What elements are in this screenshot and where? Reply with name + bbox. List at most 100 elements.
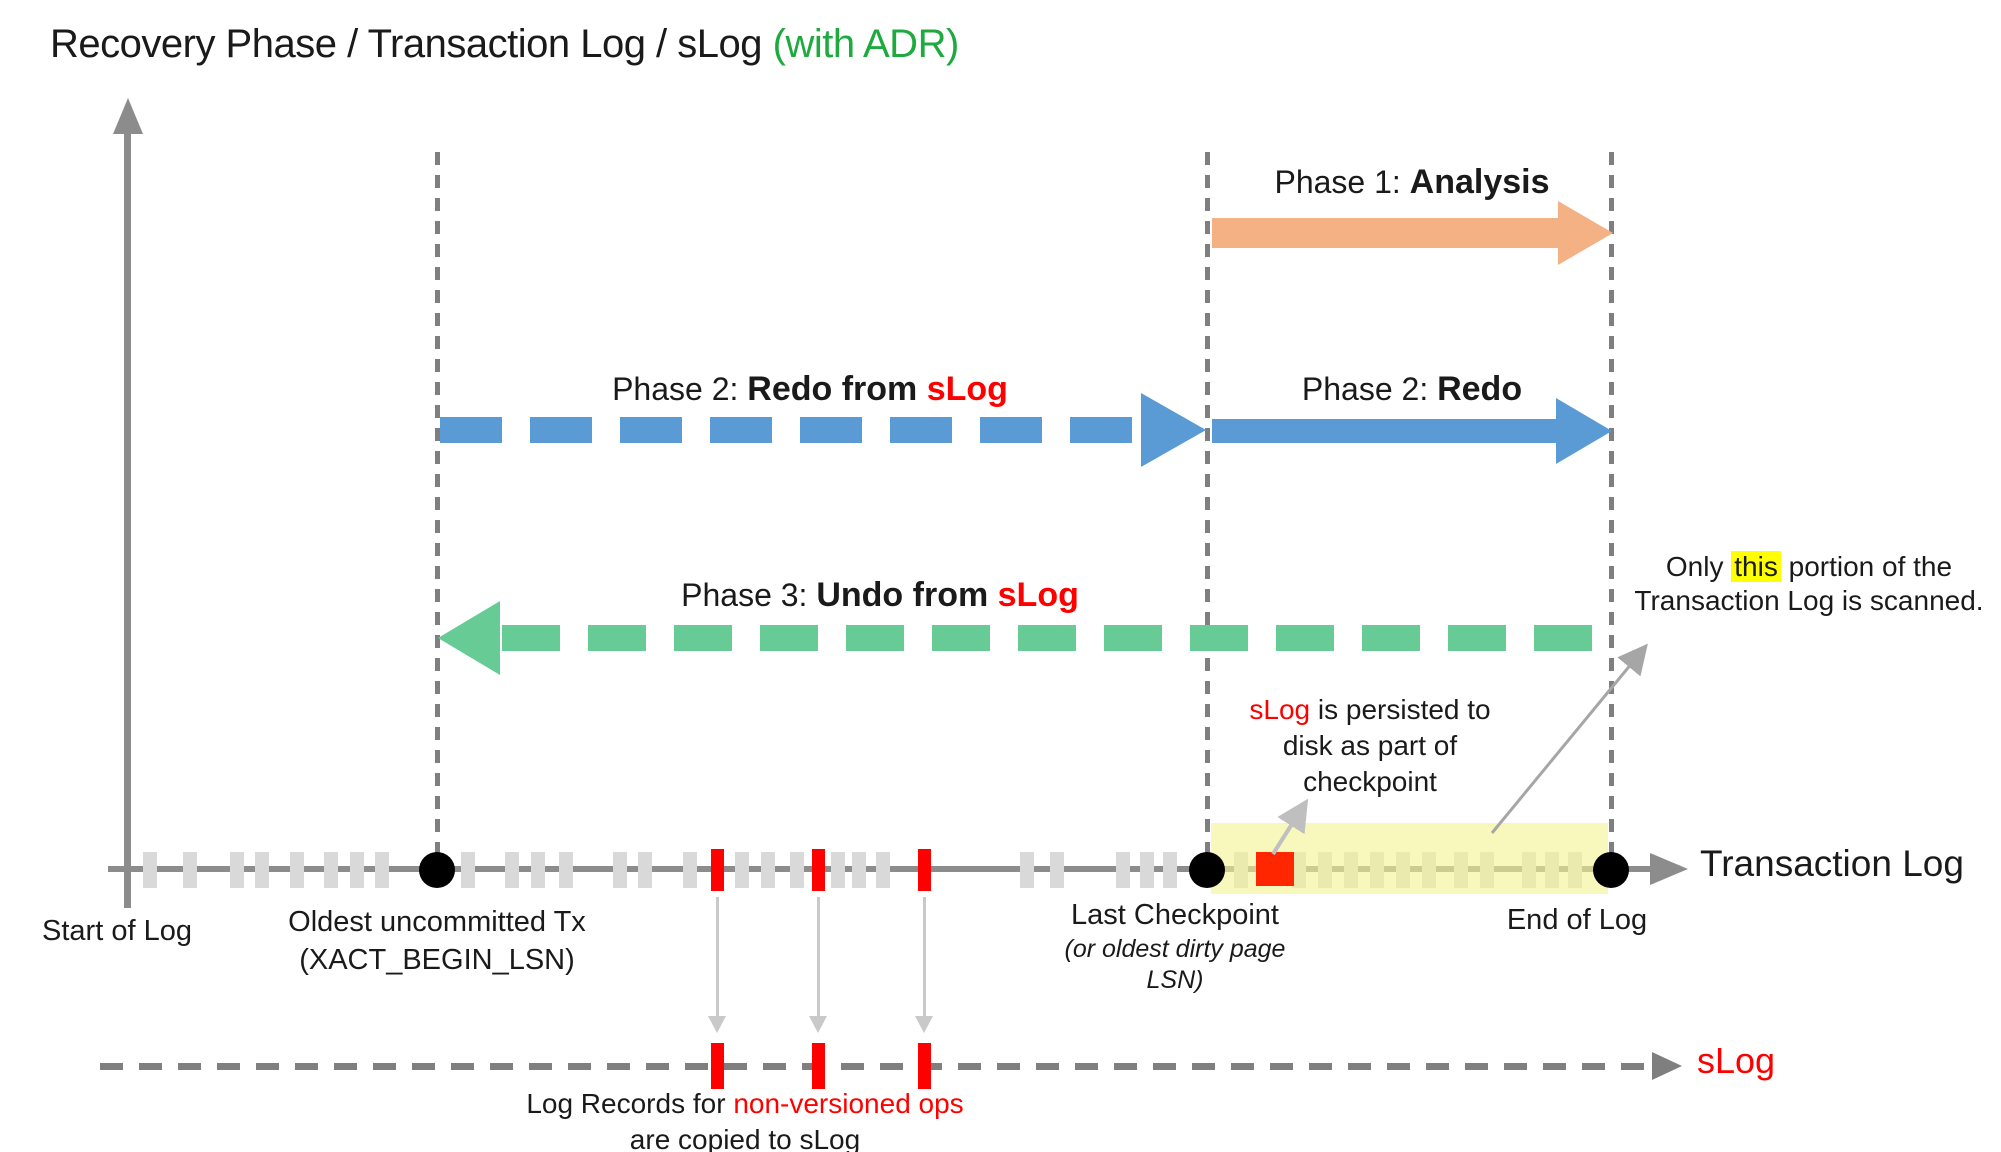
scan-before: Only	[1665, 551, 1732, 582]
log-record-tick	[324, 852, 338, 888]
copy-note-red: non-versioned ops	[733, 1088, 964, 1119]
phase1-label: Phase 1: Analysis	[1212, 163, 1612, 202]
log-record-tick	[1050, 852, 1064, 888]
phase3-undo-arrowhead	[438, 601, 500, 675]
log-record-tick	[183, 852, 197, 888]
copy-to-slog-arrowhead	[708, 1016, 726, 1033]
copy-to-slog-arrow-stem	[923, 897, 926, 1016]
end-of-log-text: End of Log	[1506, 904, 1648, 936]
scan-line1: Only this portion of the	[1618, 550, 2000, 584]
phase2-redo-arrowhead	[1556, 398, 1612, 464]
start-of-log-label: Start of Log	[17, 912, 217, 950]
scan-line2: Transaction Log is scanned.	[1634, 585, 1984, 616]
persist-line1-rest: is persisted to	[1310, 694, 1491, 725]
phase1-analysis-arrow	[1212, 218, 1558, 248]
log-record-tick	[735, 852, 749, 888]
log-record-tick	[143, 852, 157, 888]
phase2-slog-target: sLog	[926, 370, 1008, 408]
slog-line	[100, 1063, 1652, 1070]
oldest-tx-line1: Oldest uncommitted Tx	[288, 906, 586, 938]
log-record-tick	[255, 852, 269, 888]
persist-slog-word: sLog	[1249, 694, 1311, 725]
log-record-tick	[790, 852, 804, 888]
phase3-prefix: Phase 3:	[681, 577, 817, 613]
slog-record-tick	[918, 1043, 931, 1089]
timeline-milestone-dot	[419, 852, 455, 888]
guide-oldest-uncommitted-tx	[435, 152, 440, 868]
log-record-tick	[230, 852, 244, 888]
phase2-label: Phase 2: Redo	[1212, 370, 1612, 409]
persist-line3: checkpoint	[1303, 766, 1437, 797]
phase2-name: Redo	[1437, 370, 1523, 408]
transaction-log-label: Transaction Log	[1700, 843, 1964, 885]
phase2-slog-label: Phase 2: Redo from sLog	[490, 370, 1130, 409]
copy-note-line2: are copied to sLog	[629, 1124, 861, 1152]
phase2-prefix: Phase 2:	[1301, 371, 1438, 407]
end-of-log-label: End of Log	[1477, 901, 1677, 939]
phase3-action: Undo from	[816, 576, 998, 614]
phase3-undo-arrow	[502, 625, 1609, 651]
log-record-tick	[1140, 852, 1154, 888]
phase1-prefix: Phase 1:	[1274, 164, 1410, 200]
log-record-tick	[613, 852, 627, 888]
page-title: Recovery Phase / Transaction Log / sLog …	[50, 22, 959, 67]
guide-last-checkpoint	[1205, 152, 1210, 868]
non-versioned-op-tick	[812, 849, 825, 891]
vertical-axis-arrowhead	[113, 98, 143, 134]
copy-to-slog-arrow-stem	[716, 897, 719, 1016]
scan-after: portion of the	[1780, 551, 1953, 582]
log-record-tick	[876, 852, 890, 888]
slog-line-arrowhead	[1652, 1052, 1682, 1080]
oldest-tx-line2: (XACT_BEGIN_LSN)	[299, 944, 575, 976]
log-record-tick	[1020, 852, 1034, 888]
phase2-redo-arrow	[1212, 419, 1558, 443]
log-record-tick	[531, 852, 545, 888]
copy-note-black: Log Records for	[526, 1088, 734, 1119]
slog-text: sLog	[1697, 1040, 1776, 1081]
log-record-tick	[761, 852, 775, 888]
log-record-tick	[852, 852, 866, 888]
timeline-milestone-dot	[1593, 852, 1629, 888]
phase2-redo-from-slog-arrow	[440, 417, 1142, 443]
slog-record-tick	[711, 1043, 724, 1089]
last-checkpoint-label: Last Checkpoint (or oldest dirty page LS…	[1020, 896, 1330, 996]
checkpoint-sub1: (or oldest dirty page	[1064, 935, 1286, 963]
phase1-name: Analysis	[1409, 163, 1550, 201]
timeline-milestone-dot	[1189, 852, 1225, 888]
log-record-tick	[831, 852, 845, 888]
phase2-redo-from-slog-arrowhead	[1141, 393, 1206, 467]
log-record-tick	[350, 852, 364, 888]
oldest-uncommitted-tx-label: Oldest uncommitted Tx (XACT_BEGIN_LSN)	[237, 903, 637, 979]
slog-copy-note: Log Records for non-versioned ops are co…	[445, 1086, 1045, 1152]
log-record-tick	[1163, 852, 1177, 888]
slog-persist-note: sLog is persisted to disk as part of che…	[1230, 692, 1510, 800]
log-record-tick	[461, 852, 475, 888]
log-record-tick	[290, 852, 304, 888]
copy-to-slog-arrowhead	[915, 1016, 933, 1033]
transaction-log-arrowhead	[1650, 853, 1688, 885]
non-versioned-op-tick	[711, 849, 724, 891]
copy-to-slog-arrow-stem	[817, 897, 820, 1016]
title-adr-suffix: (with ADR)	[772, 22, 960, 66]
guide-end-of-log	[1609, 152, 1614, 868]
start-of-log-text: Start of Log	[42, 915, 192, 947]
last-checkpoint-text: Last Checkpoint	[1071, 899, 1279, 931]
phase1-arrowhead	[1558, 201, 1613, 265]
non-versioned-op-tick	[918, 849, 931, 891]
vertical-axis-line	[124, 128, 131, 908]
transaction-log-text: Transaction Log	[1700, 843, 1964, 884]
log-record-tick	[683, 852, 697, 888]
scan-pointer-arrow	[1490, 643, 1648, 834]
copy-note-line1: Log Records for non-versioned ops	[445, 1086, 1045, 1122]
title-main: Recovery Phase / Transaction Log / sLog	[50, 22, 773, 66]
phase3-label: Phase 3: Undo from sLog	[560, 576, 1200, 615]
phase3-target: sLog	[997, 576, 1079, 614]
slog-record-tick	[812, 1043, 825, 1089]
phase2-slog-prefix: Phase 2:	[612, 371, 748, 407]
scan-highlighted-word: this	[1731, 551, 1781, 582]
copy-to-slog-arrowhead	[809, 1016, 827, 1033]
log-record-tick	[638, 852, 652, 888]
phase2-slog-action: Redo from	[747, 370, 927, 408]
log-record-tick	[1116, 852, 1130, 888]
